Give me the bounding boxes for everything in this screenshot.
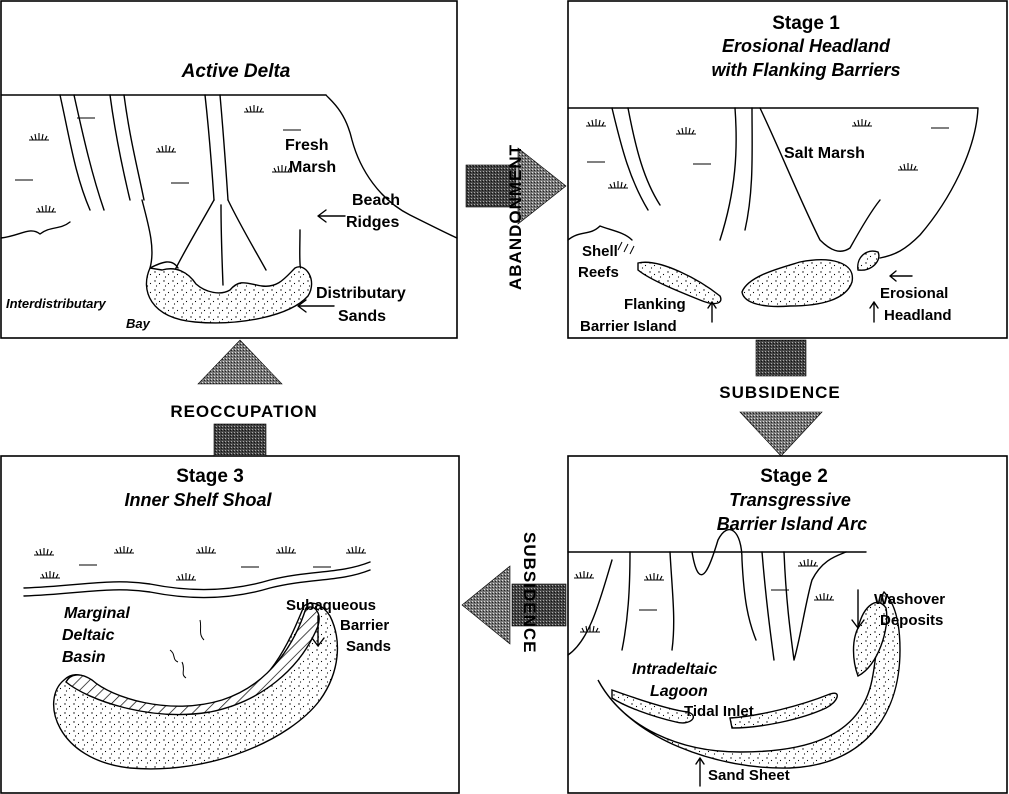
label-abandonment: ABANDONMENT	[506, 144, 525, 290]
subsidence-bottom-arrow-head	[462, 566, 510, 644]
label-intradeltaic: Intradeltaic	[632, 661, 717, 678]
label-beach: Beach	[352, 192, 400, 209]
panel-stage3: Stage 3 Inner Shelf Shoal Marginal Delta…	[1, 456, 459, 793]
label-erosional: Erosional	[880, 285, 948, 302]
stage1-title: Stage 1	[772, 13, 840, 34]
label-interdistributary: Interdistributary	[6, 296, 106, 311]
label-barrier: Barrier	[340, 617, 389, 634]
label-basin: Basin	[62, 649, 106, 666]
reoccupation-arrow-body	[214, 424, 266, 456]
label-dist-sands: Sands	[338, 308, 386, 325]
subsidence-right-arrow-body	[756, 340, 806, 376]
label-fresh: Fresh	[285, 137, 329, 154]
label-ridges: Ridges	[346, 214, 399, 231]
label-marginal: Marginal	[64, 605, 130, 622]
label-reefs: Reefs	[578, 264, 619, 281]
label-barrier-island: Barrier Island	[580, 318, 677, 335]
label-deltaic: Deltaic	[62, 627, 115, 644]
stage3-subtitle: Inner Shelf Shoal	[124, 490, 272, 510]
subsidence-right-arrow: SUBSIDENCE	[719, 340, 840, 456]
label-flanking: Flanking	[624, 296, 686, 313]
label-distributary: Distributary	[316, 285, 406, 302]
reoccupation-arrow: REOCCUPATION	[170, 340, 317, 456]
label-reoccupation: REOCCUPATION	[170, 402, 317, 421]
label-deposits: Deposits	[880, 612, 943, 629]
panel-stage1: Stage 1 Erosional Headland with Flanking…	[568, 1, 1007, 338]
subsidence-right-arrow-head	[740, 412, 822, 456]
abandonment-arrow: ABANDONMENT	[466, 144, 566, 290]
label-headland: Headland	[884, 307, 952, 324]
label-sand-sheet: Sand Sheet	[708, 767, 790, 784]
label-marsh: Marsh	[289, 159, 336, 176]
stage3-title: Stage 3	[176, 466, 244, 487]
stage2-title: Stage 2	[760, 466, 828, 487]
stage2-subtitle-line2: Barrier Island Arc	[717, 514, 867, 534]
label-subaqueous: Subaqueous	[286, 597, 376, 614]
panel-stage2: Stage 2 Transgressive Barrier Island Arc…	[568, 456, 1007, 793]
label-washover: Washover	[874, 591, 945, 608]
label-bay: Bay	[126, 316, 151, 331]
label-stage3-sands: Sands	[346, 638, 391, 655]
label-tidal-inlet: Tidal Inlet	[684, 703, 754, 720]
subsidence-bottom-arrow: SUBSIDENCE	[462, 532, 566, 653]
stage1-subtitle-line1: Erosional Headland	[722, 36, 891, 56]
label-lagoon: Lagoon	[650, 683, 708, 700]
reoccupation-arrow-head	[198, 340, 282, 384]
panel-active-delta: Active Delta Fresh Marsh Beach Ridges Di…	[1, 1, 457, 338]
label-subsidence-right: SUBSIDENCE	[719, 383, 840, 402]
stage1-subtitle-line2: with Flanking Barriers	[711, 60, 900, 80]
abandonment-arrow-head	[518, 148, 566, 224]
active-delta-title: Active Delta	[181, 61, 291, 82]
label-shell: Shell	[582, 243, 618, 260]
label-salt-marsh: Salt Marsh	[784, 145, 865, 162]
stage2-subtitle-line1: Transgressive	[729, 490, 851, 510]
label-subsidence-bottom: SUBSIDENCE	[520, 532, 539, 653]
